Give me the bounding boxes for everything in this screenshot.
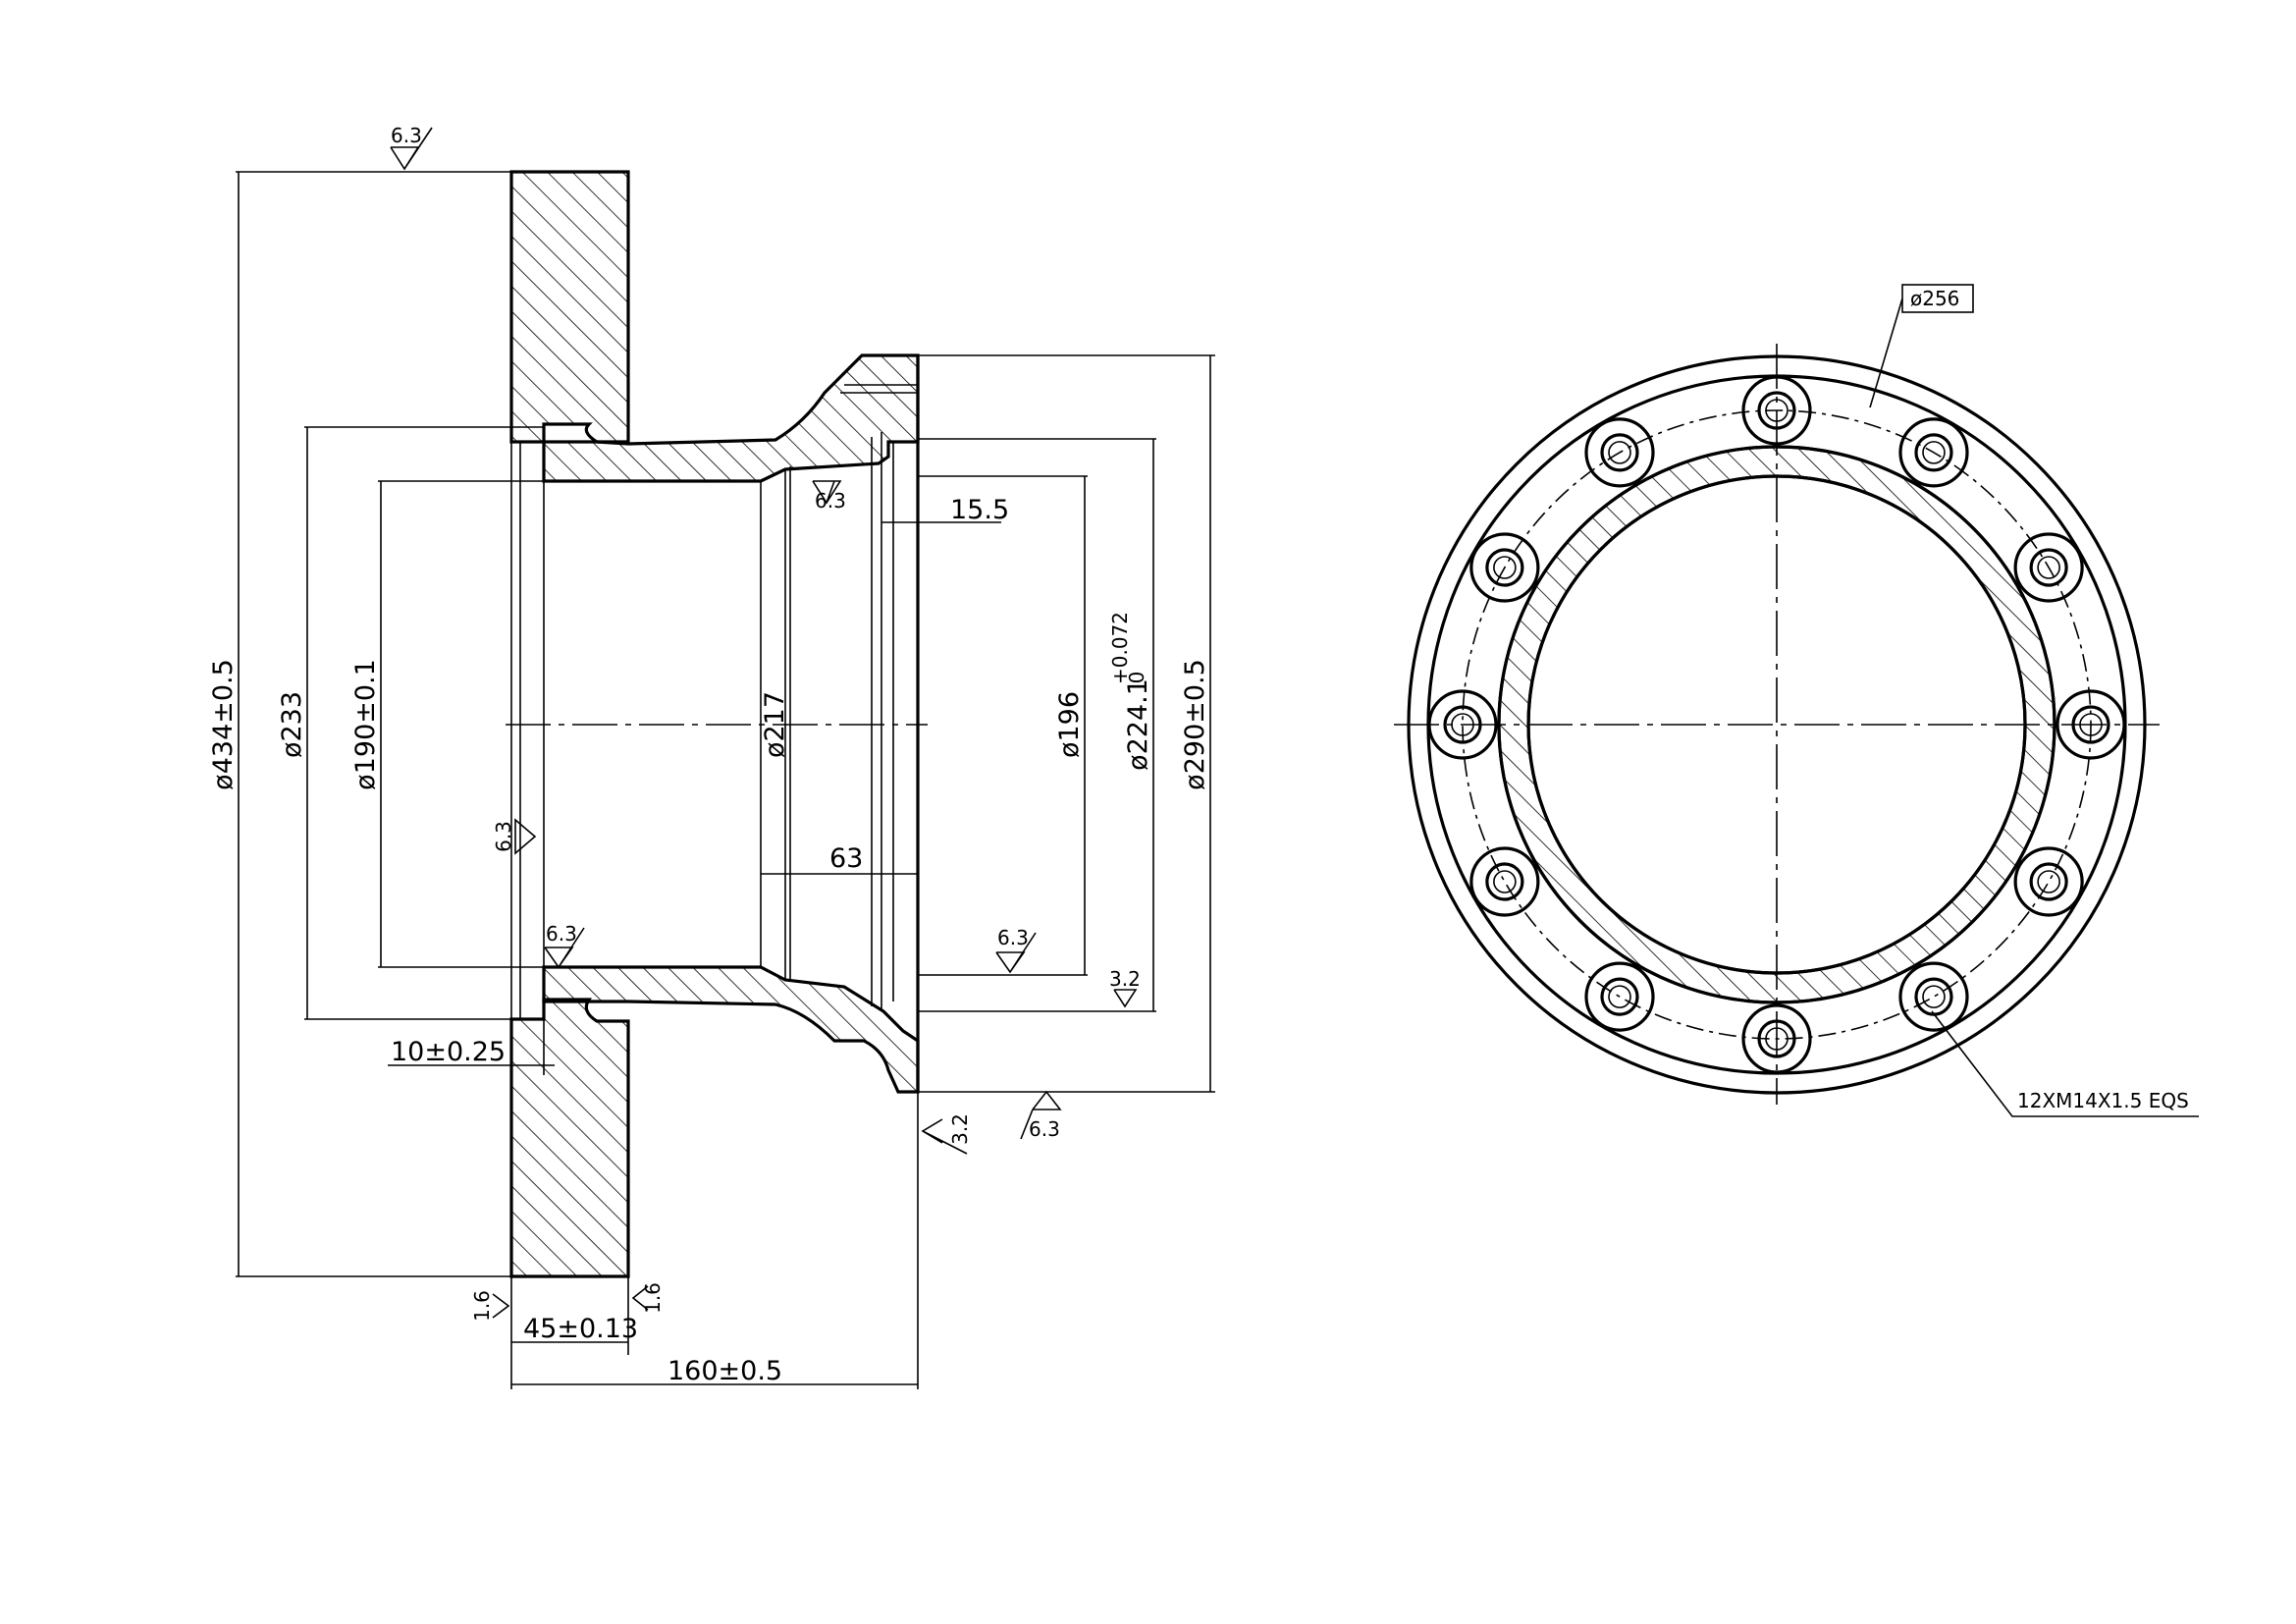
svg-text:6.3: 6.3 (815, 489, 846, 513)
bolt-boss (1898, 417, 1969, 488)
bolt-boss (1898, 961, 1969, 1032)
bolt-thread (2037, 870, 2060, 893)
bolt-hole (1600, 977, 1639, 1016)
bolt-thread (1765, 399, 1789, 422)
bolt-boss (1741, 1003, 1812, 1074)
bolt-boss (2056, 689, 2126, 760)
dim-outer-diameter: ø434±0.5 (208, 659, 239, 790)
dim-196: ø196 (1054, 691, 1085, 758)
bolt-hole (1914, 433, 1953, 472)
bolt-boss (1584, 961, 1655, 1032)
svg-text:6.3: 6.3 (546, 922, 577, 946)
bolt-thread (1765, 1027, 1789, 1051)
front-view: ø256 12XM14X1.5 EQS (1394, 284, 2199, 1117)
roughness-disc-right-symbol: 1.6 (631, 1282, 665, 1314)
svg-text:6.3: 6.3 (1029, 1117, 1060, 1141)
svg-text:3.2: 3.2 (948, 1113, 972, 1145)
roughness-flange-small-symbol: 3.2 (1109, 967, 1141, 1008)
bolt-hole (1485, 862, 1524, 901)
bolt-boss (1427, 689, 1498, 760)
bolt-hole (1485, 548, 1524, 587)
bolt-hole (1757, 1019, 1796, 1058)
svg-text:1.6: 1.6 (470, 1290, 494, 1322)
svg-text:6.3: 6.3 (492, 821, 515, 852)
bolt-boss (2013, 846, 2084, 917)
bolt-thread (1493, 870, 1517, 893)
bolt-boss (1741, 375, 1812, 446)
bolt-thread (2037, 556, 2060, 579)
bolt-boss (1469, 846, 1540, 917)
section-view: ø434±0.5 ø233 ø190±0.1 ø217 ø196 ø224.1 … (208, 124, 1215, 1389)
bolt-boss (2013, 532, 2084, 603)
disc-lower-section (509, 998, 630, 1278)
dim-224: ø224.1 (1123, 678, 1153, 771)
bolt-hole (1443, 705, 1482, 744)
bolt-boss (1584, 417, 1655, 488)
roughness-bore-right-symbol: 6.3 (995, 926, 1037, 974)
bolt-holes (1427, 375, 2126, 1074)
bolt-boss (1469, 532, 1540, 603)
dim-217: ø217 (760, 691, 790, 758)
bolt-hole (1757, 391, 1796, 430)
svg-text:6.3: 6.3 (997, 926, 1029, 949)
roughness-flange-bottom-symbol: 6.3 (1020, 1090, 1062, 1141)
bolt-thread (2079, 713, 2103, 736)
bolt-hole (2029, 862, 2068, 901)
disc-upper-section (509, 170, 630, 444)
hub-lower-section (542, 965, 920, 1094)
pcd-label: ø256 (1869, 284, 1974, 408)
bolt-hole (1600, 433, 1639, 472)
dim-10: 10±0.25 (391, 1037, 506, 1067)
front-hub-ring (1497, 445, 2056, 1004)
holes-label: 12XM14X1.5 EQS (1931, 1010, 2199, 1117)
bolt-hole (2071, 705, 2110, 744)
bolt-thread (1608, 985, 1631, 1008)
dim-233: ø233 (277, 691, 307, 758)
bolt-thread (1608, 441, 1631, 464)
bolt-thread (1922, 985, 1946, 1008)
bolt-thread (1451, 713, 1474, 736)
dim-290: ø290±0.5 (1180, 659, 1210, 790)
roughness-top-symbol: 6.3 (390, 124, 433, 171)
roughness-bore-left-symbol: 6.3 (544, 922, 585, 969)
bolt-hole (1914, 977, 1953, 1016)
svg-text:ø256: ø256 (1910, 287, 1959, 310)
bolt-hole (2029, 548, 2068, 587)
dim-190: ø190±0.1 (350, 659, 381, 790)
dim-224-tol-lower: 0 (1125, 672, 1148, 684)
dim-160: 160±0.5 (667, 1356, 782, 1386)
roughness-face-left-symbol: 6.3 (492, 818, 537, 855)
svg-text:6.3: 6.3 (391, 124, 422, 147)
svg-text:12XM14X1.5 EQS: 12XM14X1.5 EQS (2017, 1089, 2189, 1112)
svg-text:3.2: 3.2 (1109, 967, 1141, 991)
roughness-hub-inner-symbol: 6.3 (812, 480, 846, 513)
bolt-thread (1493, 556, 1517, 579)
dim-224-tol-upper: +0.072 (1108, 612, 1132, 684)
bolt-thread (1922, 441, 1946, 464)
roughness-flange-face-symbol: 3.2 (921, 1113, 972, 1155)
dim-15-5: 15.5 (950, 495, 1009, 525)
roughness-disc-left-symbol: 1.6 (470, 1290, 510, 1322)
svg-text:1.6: 1.6 (641, 1282, 665, 1314)
dim-63: 63 (829, 843, 863, 874)
dim-45: 45±0.13 (523, 1314, 638, 1344)
